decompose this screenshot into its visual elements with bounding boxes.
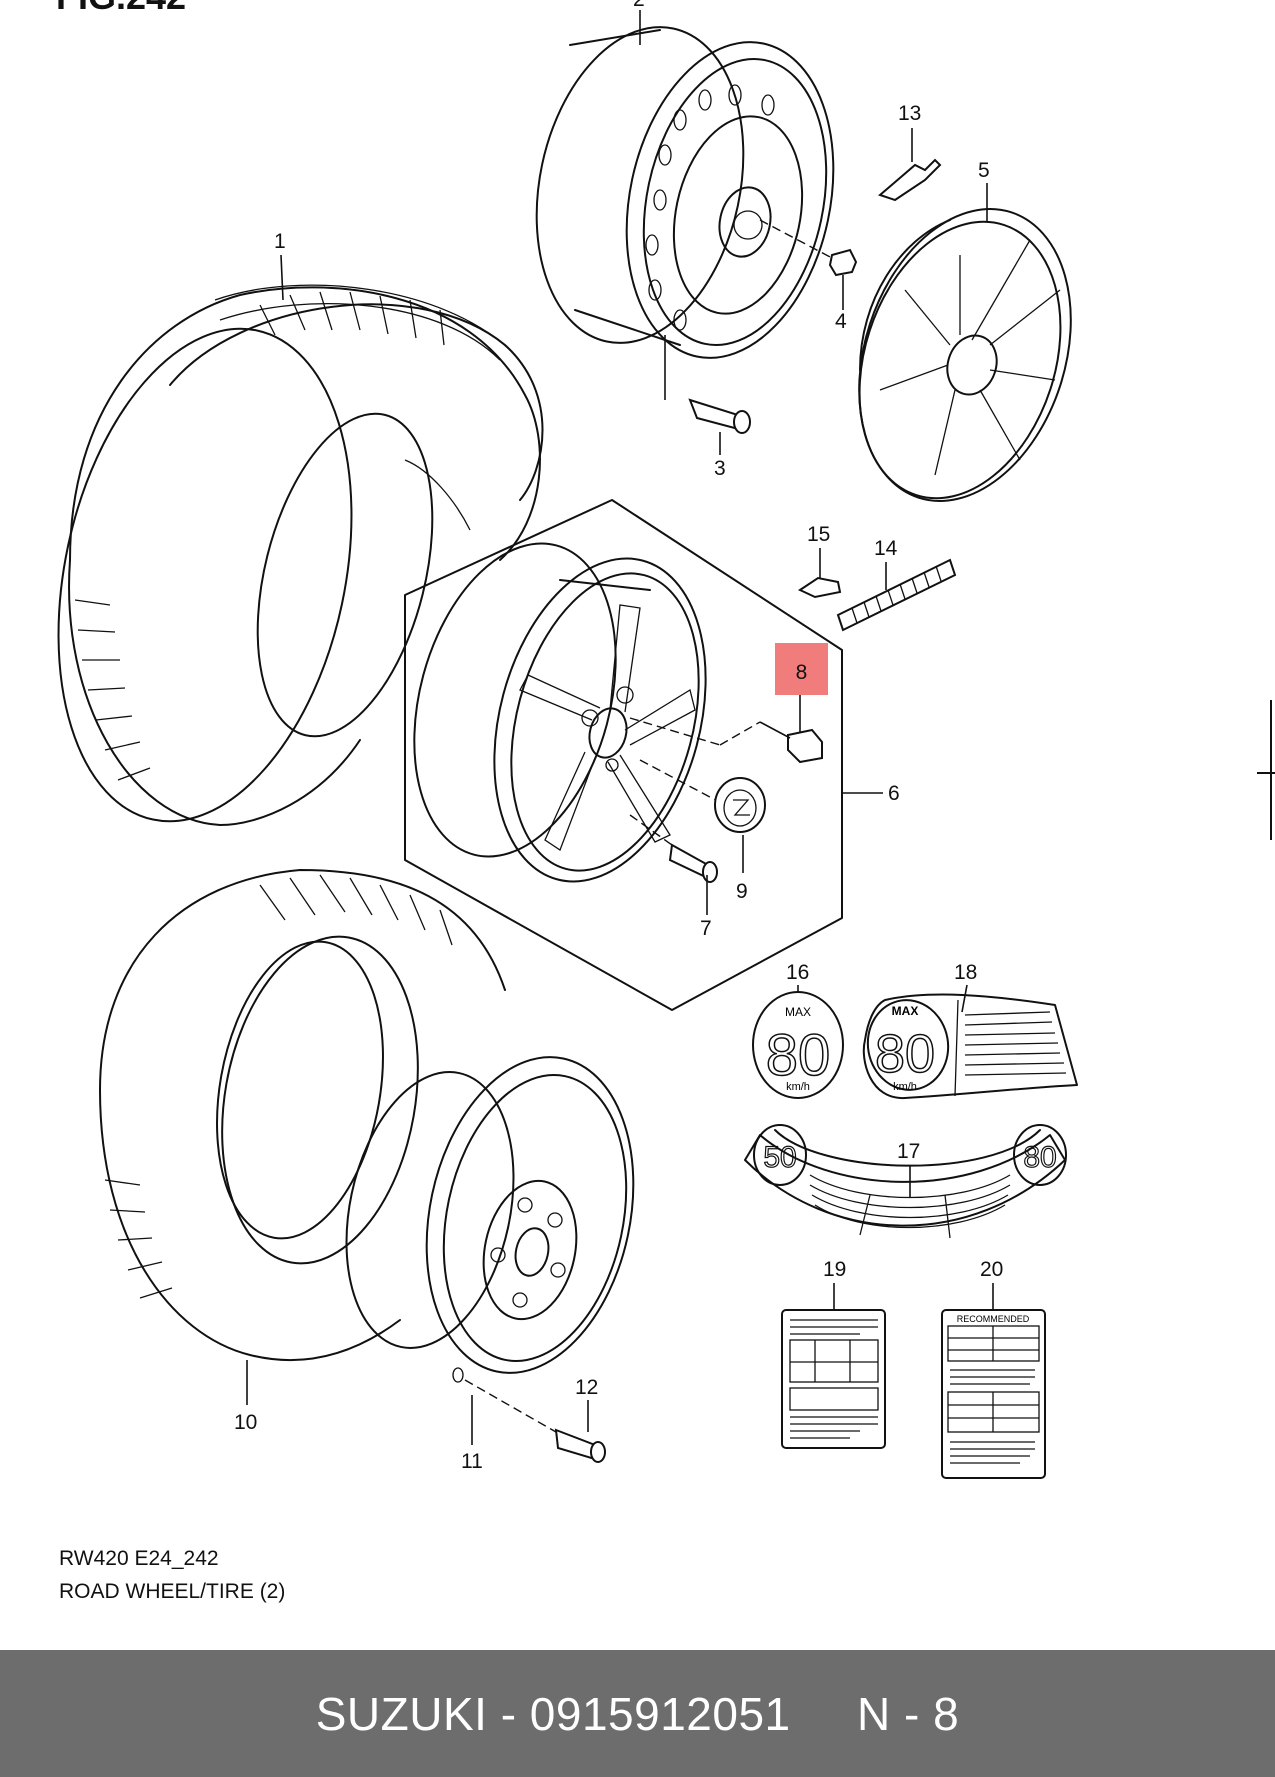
svg-text:50: 50 xyxy=(763,1141,796,1174)
part-9-center-cap xyxy=(714,777,766,833)
svg-text:MAX: MAX xyxy=(785,1005,811,1019)
parts-diagram: 1 2 3 4 xyxy=(57,0,1078,1479)
part-18-sticker: MAX 80 km/h xyxy=(862,993,1078,1100)
callout-2: 2 xyxy=(633,0,645,11)
part-4-nut xyxy=(759,219,858,277)
part-13-clip xyxy=(878,158,942,202)
callout-3: 3 xyxy=(714,457,726,480)
part-6-alloy-wheel xyxy=(413,542,726,883)
part-3-valve xyxy=(688,398,751,434)
part-17-curved-sticker: 50 80 xyxy=(744,1124,1067,1239)
callout-8: 8 xyxy=(795,661,808,684)
figure-caption: ROAD WHEEL/TIRE (2) xyxy=(59,1580,286,1603)
callout-14: 14 xyxy=(874,537,898,560)
part-19-label-card xyxy=(781,1309,886,1449)
figure-code: RW420 E24_242 xyxy=(59,1547,219,1570)
callout-1: 1 xyxy=(274,230,286,253)
part-5-wheel-cover xyxy=(858,208,1072,502)
part-14-weight-strip xyxy=(836,558,957,632)
callout-16: 16 xyxy=(786,961,809,984)
svg-text:80: 80 xyxy=(875,1024,935,1084)
callout-18: 18 xyxy=(954,961,977,984)
svg-text:km/h: km/h xyxy=(893,1081,917,1093)
callout-6: 6 xyxy=(888,782,900,805)
part-15-weight xyxy=(797,576,842,599)
part-7-valve xyxy=(668,843,718,883)
svg-text:RECOMMENDED: RECOMMENDED xyxy=(957,1314,1030,1324)
part-12-valve xyxy=(464,1379,606,1463)
callout-7: 7 xyxy=(700,917,712,940)
callout-20: 20 xyxy=(980,1258,1003,1281)
callout-4: 4 xyxy=(835,310,847,333)
part-8-lug-nut xyxy=(719,721,823,764)
part-20-recommended-card: RECOMMENDED xyxy=(941,1309,1046,1479)
highlight-callout-8[interactable]: 8 xyxy=(775,643,828,695)
part-10-spare-tire xyxy=(99,869,506,1362)
part-11-spare-wheel xyxy=(345,1056,635,1383)
callout-11: 11 xyxy=(461,1450,483,1473)
svg-text:80: 80 xyxy=(766,1023,831,1088)
callout-17: 17 xyxy=(897,1140,920,1163)
part-2-steel-wheel xyxy=(535,26,835,359)
svg-text:km/h: km/h xyxy=(786,1081,810,1093)
figure-title: FIG.242 xyxy=(56,0,186,18)
callout-13: 13 xyxy=(898,102,921,125)
callout-5: 5 xyxy=(978,159,990,182)
footer-bar: SUZUKI - 0915912051 N - 8 xyxy=(0,1650,1275,1777)
svg-text:80: 80 xyxy=(1023,1141,1056,1174)
part-1-tire xyxy=(57,284,544,826)
caption-block: RW420 E24_242 ROAD WHEEL/TIRE (2) xyxy=(59,1542,285,1608)
part-6-kit-outline xyxy=(404,499,843,1011)
part-16-speed-label: MAX 80 km/h xyxy=(752,991,844,1099)
edge-mark xyxy=(1270,700,1272,840)
svg-text:MAX: MAX xyxy=(892,1004,919,1018)
callout-9: 9 xyxy=(736,880,748,903)
part-number-label: SUZUKI - 0915912051 N - 8 xyxy=(315,1687,960,1740)
callout-19: 19 xyxy=(823,1258,846,1281)
edge-tick xyxy=(1257,772,1275,774)
callout-10: 10 xyxy=(234,1411,257,1434)
callout-12: 12 xyxy=(575,1376,598,1399)
callout-15: 15 xyxy=(807,523,830,546)
